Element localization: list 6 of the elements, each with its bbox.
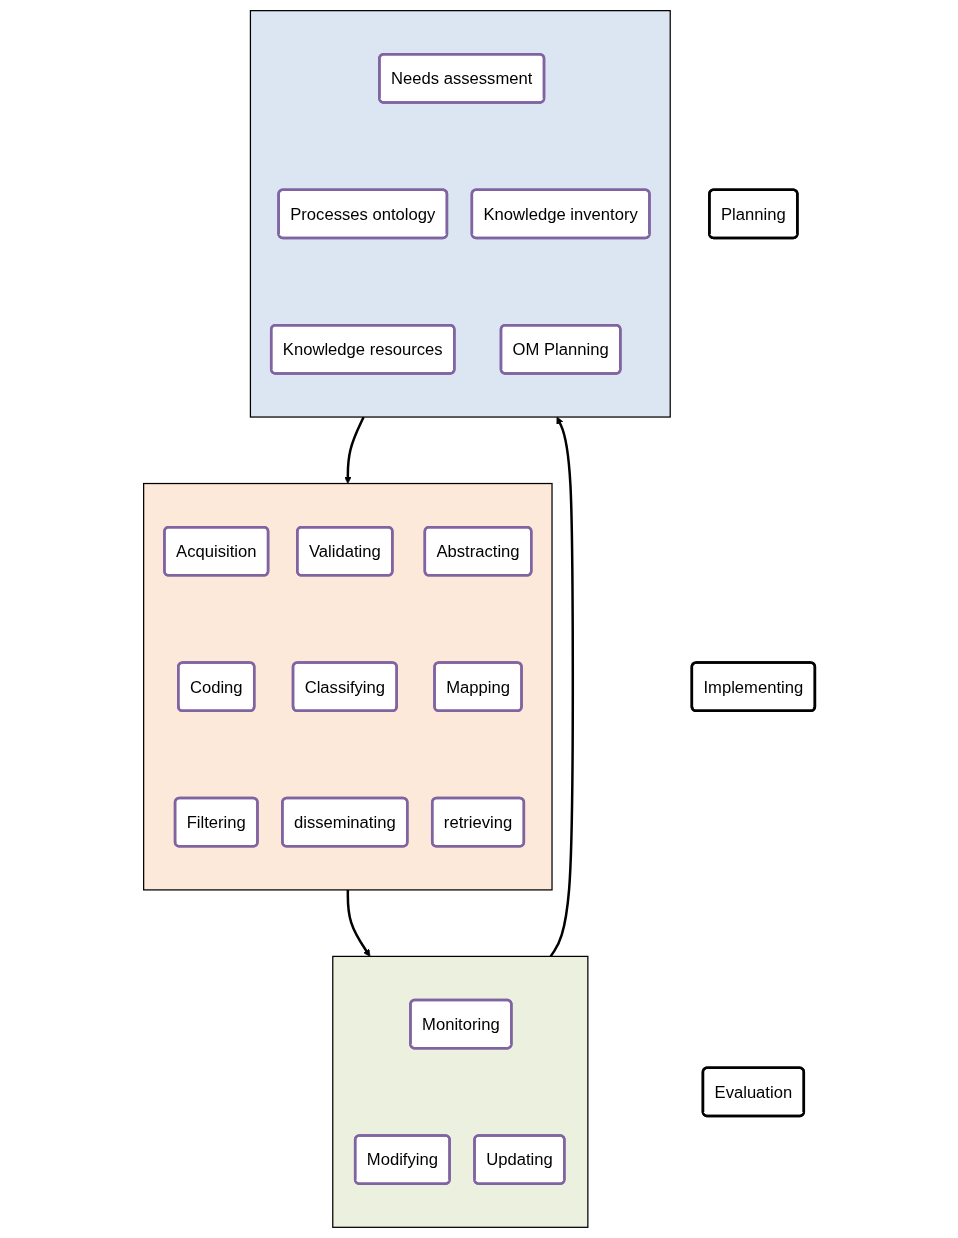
cluster [249, 10, 671, 418]
cluster [331, 955, 589, 1228]
arrow [346, 889, 371, 957]
arrow [549, 416, 574, 958]
cluster [142, 482, 553, 891]
arrow [343, 416, 365, 484]
